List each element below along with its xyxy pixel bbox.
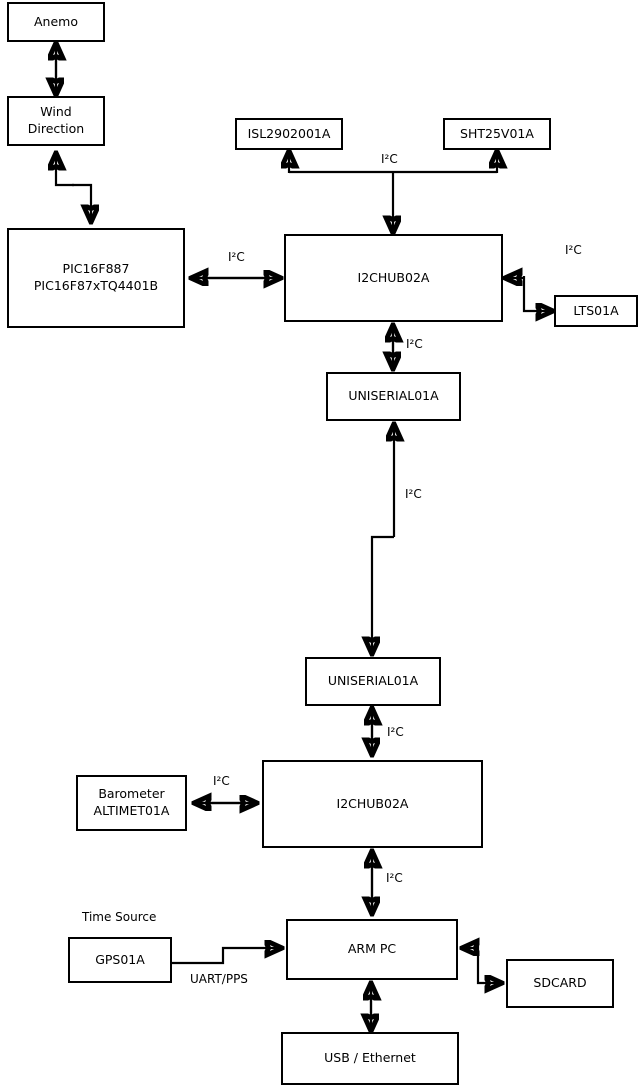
- node-anemo[interactable]: Anemo: [7, 2, 105, 42]
- node-barometer[interactable]: Barometer ALTIMET01A: [76, 775, 187, 831]
- node-uniserial01a-bottom[interactable]: UNISERIAL01A: [305, 657, 441, 706]
- edge-label-i2c-hubbot-armpc: I²C: [386, 871, 403, 885]
- edge-label-i2c-uniserial-link: I²C: [405, 487, 422, 501]
- node-sdcard-label: SDCARD: [533, 975, 587, 991]
- node-pic-mcu-label: PIC16F887 PIC16F87xTQ4401B: [33, 261, 159, 293]
- node-gps01a[interactable]: GPS01A: [68, 937, 172, 983]
- node-wind-direction[interactable]: Wind Direction: [7, 96, 105, 146]
- node-sht25v01a-label: SHT25V01A: [460, 125, 534, 141]
- edge-uniserial-link-down: [372, 535, 394, 653]
- edge-armpc-sdcard: [476, 946, 501, 983]
- node-i2chub02a-bottom-label: I2CHUB02A: [336, 795, 409, 811]
- node-i2chub02a-top-label: I2CHUB02A: [357, 269, 430, 285]
- node-sht25v01a[interactable]: SHT25V01A: [443, 118, 551, 150]
- edge-label-uart-pps: UART/PPS: [190, 972, 248, 986]
- node-lts01a-label: LTS01A: [573, 302, 619, 318]
- node-wind-direction-label: Wind Direction: [27, 104, 85, 136]
- edge-label-i2c-pic-hub: I²C: [228, 250, 245, 264]
- node-isl2902001a[interactable]: ISL2902001A: [235, 118, 343, 150]
- edge-label-i2c-uniserial-hubbot: I²C: [387, 725, 404, 739]
- node-usb-ethernet-label: USB / Ethernet: [324, 1050, 416, 1066]
- node-i2chub02a-top[interactable]: I2CHUB02A: [284, 234, 503, 322]
- node-uniserial01a-top[interactable]: UNISERIAL01A: [326, 372, 461, 421]
- node-anemo-label: Anemo: [34, 13, 78, 29]
- node-lts01a[interactable]: LTS01A: [554, 295, 638, 327]
- edge-label-i2c-hub-uniserial: I²C: [406, 337, 423, 351]
- node-pic-mcu[interactable]: PIC16F887 PIC16F87xTQ4401B: [7, 228, 185, 328]
- edge-label-i2c-barometer-hubbot: I²C: [213, 774, 230, 788]
- node-usb-ethernet[interactable]: USB / Ethernet: [281, 1032, 459, 1085]
- node-arm-pc[interactable]: ARM PC: [286, 919, 458, 980]
- node-barometer-label: Barometer ALTIMET01A: [93, 786, 170, 818]
- edge-hub-lts: [522, 276, 552, 311]
- node-arm-pc-label: ARM PC: [347, 941, 397, 957]
- edge-label-i2c-hub-lts: I²C: [565, 243, 582, 257]
- node-i2chub02a-bottom[interactable]: I2CHUB02A: [262, 760, 483, 848]
- edge-pic-wind: [56, 154, 74, 187]
- node-uniserial01a-bottom-label: UNISERIAL01A: [327, 673, 419, 689]
- edge-label-time-source: Time Source: [82, 910, 157, 924]
- node-gps01a-label: GPS01A: [95, 951, 145, 967]
- edge-wind-pic: [72, 183, 91, 221]
- node-sdcard[interactable]: SDCARD: [506, 959, 614, 1008]
- edge-gps-armpc: [172, 948, 281, 965]
- node-isl2902001a-label: ISL2902001A: [247, 125, 331, 141]
- edge-label-i2c-sensors-top: I²C: [381, 152, 398, 166]
- node-uniserial01a-top-label: UNISERIAL01A: [348, 388, 439, 404]
